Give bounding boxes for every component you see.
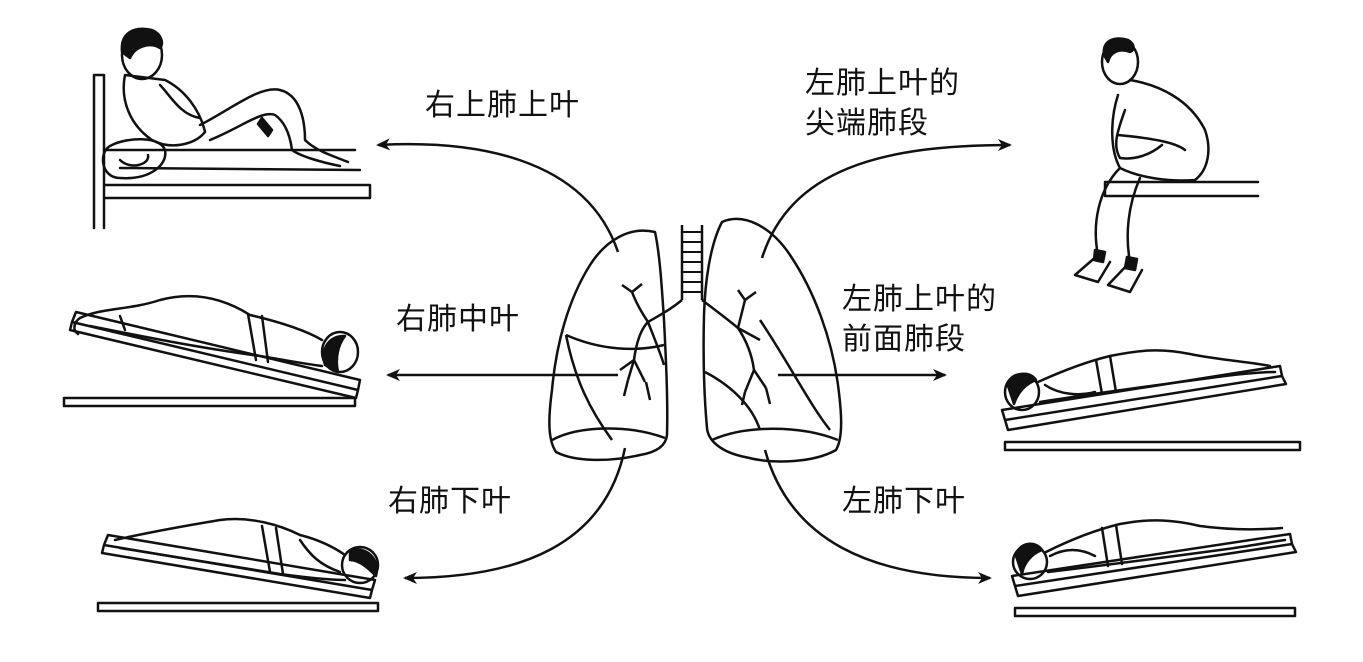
- floor-board: [96, 601, 380, 613]
- arrow-left-lower: [763, 449, 992, 584]
- torso: [122, 73, 207, 147]
- hair: [1014, 542, 1044, 576]
- left-lung-lingula: [704, 370, 762, 431]
- hair: [322, 334, 347, 374]
- arrows: [376, 138, 1012, 584]
- right-lung-fissure-oblique: [564, 334, 614, 441]
- bed-frame: [92, 73, 372, 230]
- label-left-lower-lobe: 左肺下叶: [842, 484, 966, 519]
- bronchial-tree: [619, 283, 772, 406]
- tilt-board: [1000, 364, 1288, 432]
- left-lung-outline: [702, 217, 843, 463]
- arrow-left-apical: [760, 139, 1012, 259]
- right-lung-outline: [548, 229, 669, 462]
- position-left-upper-anterior: [1000, 349, 1302, 452]
- arm: [298, 538, 342, 574]
- floor-board: [1003, 440, 1302, 452]
- arm: [158, 83, 202, 120]
- belt: [1100, 523, 1124, 568]
- hair: [1102, 37, 1135, 64]
- torso: [1110, 78, 1210, 182]
- belt: [246, 312, 270, 364]
- right-lung-fissure-horizontal: [565, 333, 665, 351]
- legs: [1094, 166, 1142, 264]
- arm: [1048, 548, 1097, 558]
- hair: [348, 548, 379, 578]
- position-right-upper-lobe: [92, 27, 372, 230]
- knee-shadow: [256, 116, 274, 138]
- head: [340, 545, 380, 585]
- body: [78, 294, 324, 368]
- body: [113, 517, 347, 582]
- floor-board: [1013, 606, 1297, 618]
- label-right-lower-lobe: 右肺下叶: [388, 484, 512, 519]
- bench: [1103, 180, 1260, 198]
- floor-board: [62, 396, 357, 408]
- tilt-board: [68, 310, 362, 400]
- left-lung-fissure: [758, 319, 831, 431]
- feet: [73, 314, 127, 336]
- pillow: [101, 138, 167, 180]
- head: [320, 330, 360, 374]
- mattress: [102, 148, 362, 172]
- position-left-upper-apical: [1073, 37, 1260, 294]
- body: [1044, 519, 1287, 574]
- arrow-right-lower: [403, 447, 627, 584]
- label-right-upper-lobe: 右上肺上叶: [425, 88, 580, 123]
- left-lung-base: [711, 427, 839, 442]
- hair: [120, 27, 164, 60]
- lungs-illustration: [548, 217, 843, 463]
- arms: [1114, 108, 1187, 160]
- position-right-lower-lobe: [96, 517, 380, 613]
- right-lung-base: [551, 427, 666, 442]
- feet: [1073, 253, 1144, 294]
- label-left-upper-anterior: 左肺上叶的 前面肺段: [842, 282, 997, 357]
- belt: [260, 524, 285, 576]
- belt: [1094, 354, 1118, 396]
- legs: [198, 88, 350, 168]
- arrow-right-upper: [376, 138, 620, 253]
- position-left-lower-lobe: [1010, 519, 1298, 618]
- socks: [1092, 248, 1139, 272]
- trachea-rings: [682, 231, 702, 293]
- label-right-middle-lobe: 右肺中叶: [396, 302, 520, 337]
- body: [1036, 349, 1277, 404]
- arm: [1043, 383, 1097, 396]
- label-left-upper-apical: 左肺上叶的 尖端肺段: [805, 66, 960, 141]
- tilt-board: [1010, 532, 1298, 598]
- hair: [1006, 372, 1038, 406]
- position-right-middle-lobe: [62, 294, 362, 408]
